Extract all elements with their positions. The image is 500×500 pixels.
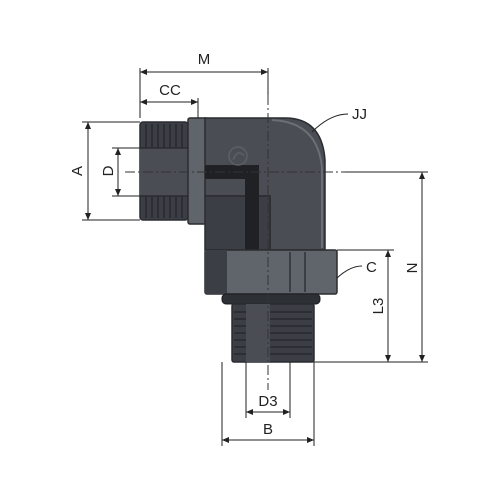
label-m: M: [198, 51, 211, 68]
dimension-d3: D3: [245, 362, 291, 418]
label-c: C: [366, 259, 377, 276]
dimension-m: M: [139, 51, 269, 118]
dimension-a: A: [69, 121, 140, 221]
dimension-d: D: [100, 147, 140, 197]
leader-c: C: [336, 259, 377, 279]
elbow-section-cut: [204, 195, 271, 251]
dimension-l3: L3: [337, 249, 394, 362]
o-ring-seal: [221, 293, 321, 305]
dimension-n: N: [314, 171, 428, 363]
logo-mark: [228, 146, 248, 166]
label-a: A: [69, 166, 86, 176]
label-d3: D3: [258, 393, 277, 410]
dimension-cc: CC: [140, 82, 199, 118]
label-n: N: [404, 263, 421, 274]
elbow-sweep-highlight: [271, 119, 323, 248]
label-d: D: [100, 165, 117, 176]
elbow-fitting-body: [139, 117, 338, 363]
label-cc: CC: [159, 82, 181, 99]
vertical-thread-stub: [231, 303, 315, 363]
hex-nut: [204, 249, 338, 295]
label-jj: JJ: [352, 106, 367, 123]
leader-jj: JJ: [311, 106, 367, 133]
label-l3: L3: [370, 298, 387, 315]
label-b: B: [263, 421, 273, 438]
dimension-b: B: [221, 362, 315, 446]
